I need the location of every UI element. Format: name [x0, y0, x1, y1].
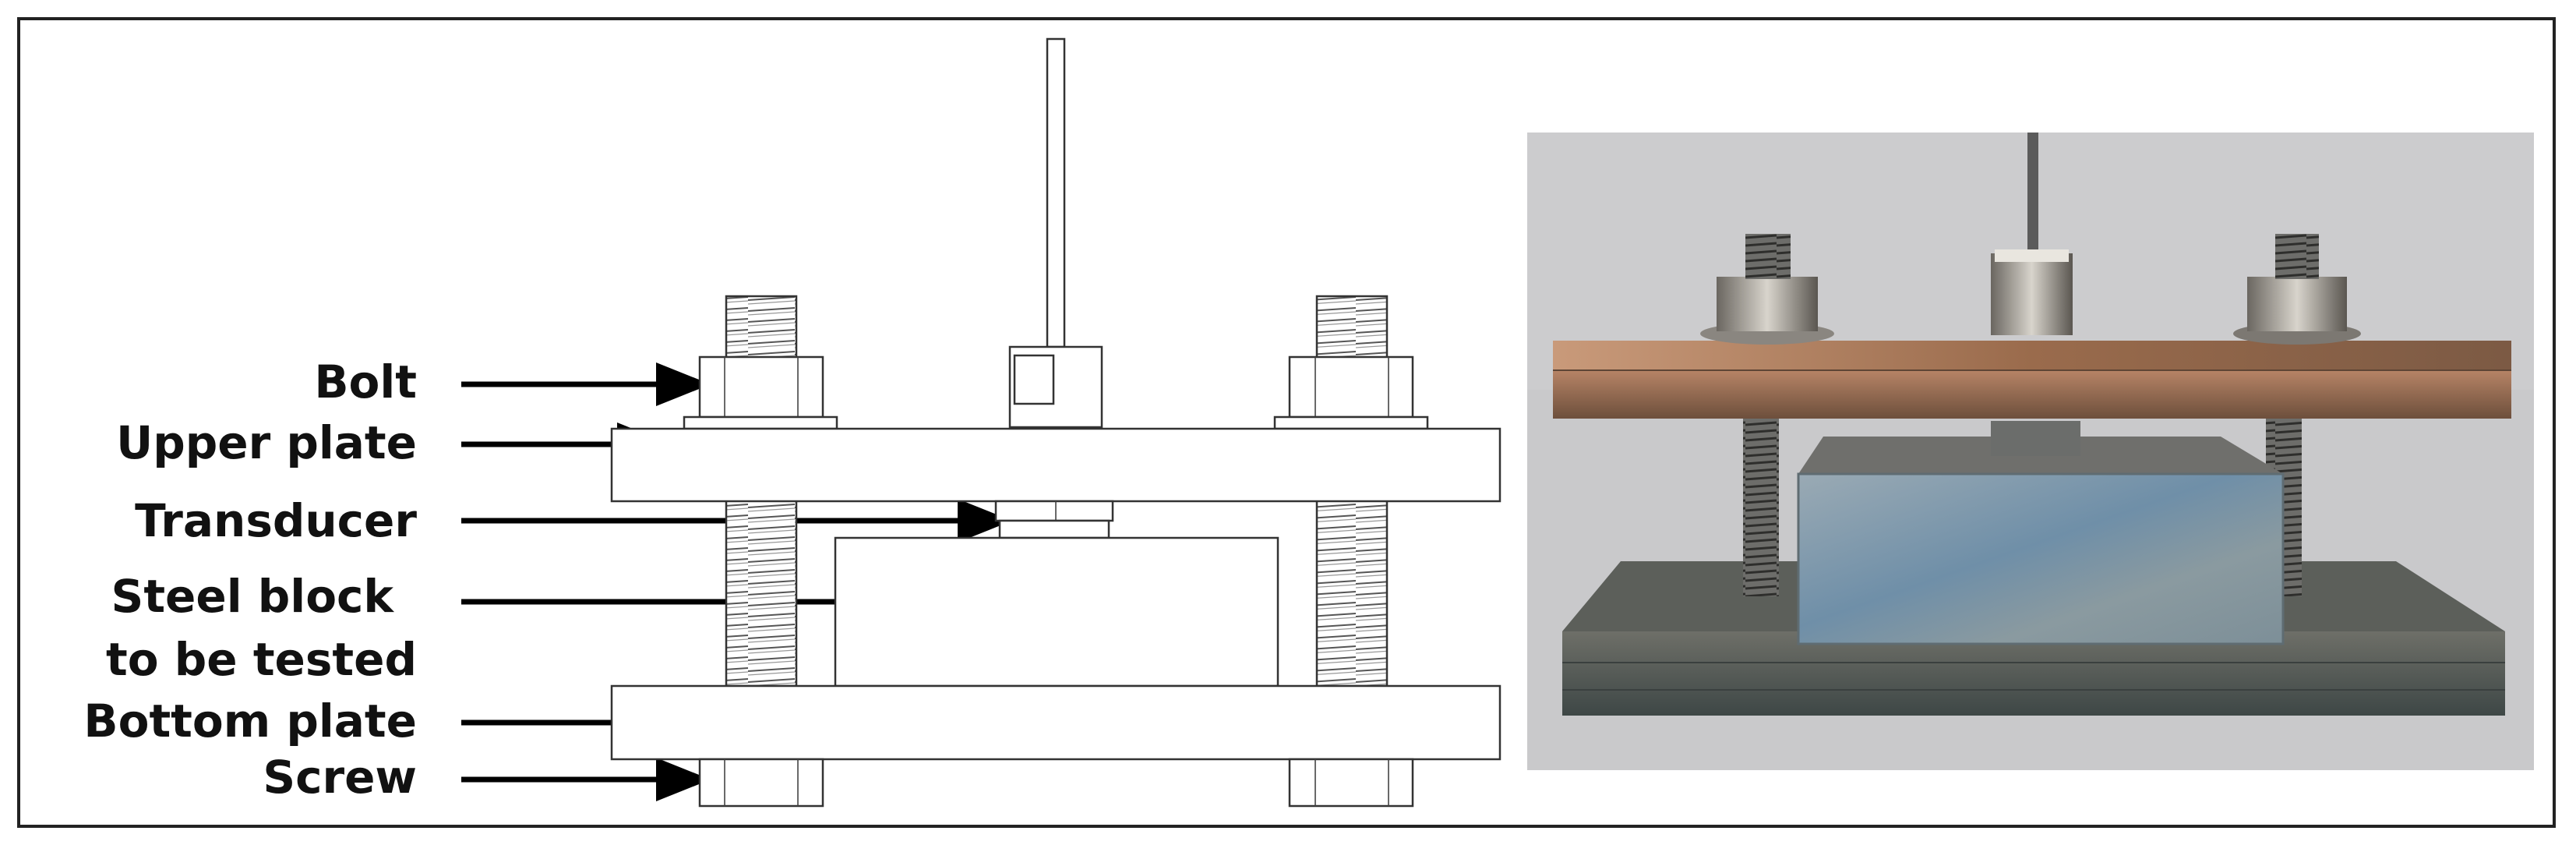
bottom-plate-drawing: [610, 684, 1501, 761]
labels: Bolt Upper plate Transducer Steel block …: [83, 355, 417, 804]
photo-left-rod: [1743, 417, 1779, 596]
photo-transducer: [1991, 421, 2080, 456]
transducer-housing: [1008, 345, 1103, 429]
label-steel-block-line2: to be tested: [106, 633, 417, 686]
label-screw: Screw: [263, 751, 417, 804]
photograph: [1527, 133, 2534, 770]
label-bottom-plate: Bottom plate: [83, 695, 417, 748]
right-top-nut: [1273, 355, 1429, 430]
photo-probe-rod: [2027, 133, 2038, 257]
photo-center-nut: [1991, 249, 2073, 335]
photo-right-nut: [2233, 234, 2361, 345]
label-bolt: Bolt: [314, 355, 417, 408]
transducer-drawing: [994, 500, 1114, 539]
upper-plate-drawing: [610, 427, 1501, 503]
label-upper-plate: Upper plate: [116, 416, 417, 469]
schematic-drawing: [610, 37, 1501, 808]
left-top-nut: [683, 355, 838, 430]
photo-upper-plate: [1553, 341, 2511, 419]
left-bottom-screw-head: [698, 758, 824, 808]
right-bolt-thread-middle: [1315, 497, 1389, 688]
probe-rod: [1046, 37, 1066, 348]
label-transducer: Transducer: [135, 494, 417, 547]
photo-steel-block: [1797, 437, 2285, 645]
steel-block-drawing: [834, 536, 1279, 688]
photo-left-nut: [1700, 234, 1834, 345]
transducer-window: [1013, 354, 1055, 405]
right-bottom-screw-head: [1288, 758, 1414, 808]
label-steel-block-line1: Steel block: [111, 570, 395, 623]
left-bolt-thread-middle: [725, 497, 798, 688]
